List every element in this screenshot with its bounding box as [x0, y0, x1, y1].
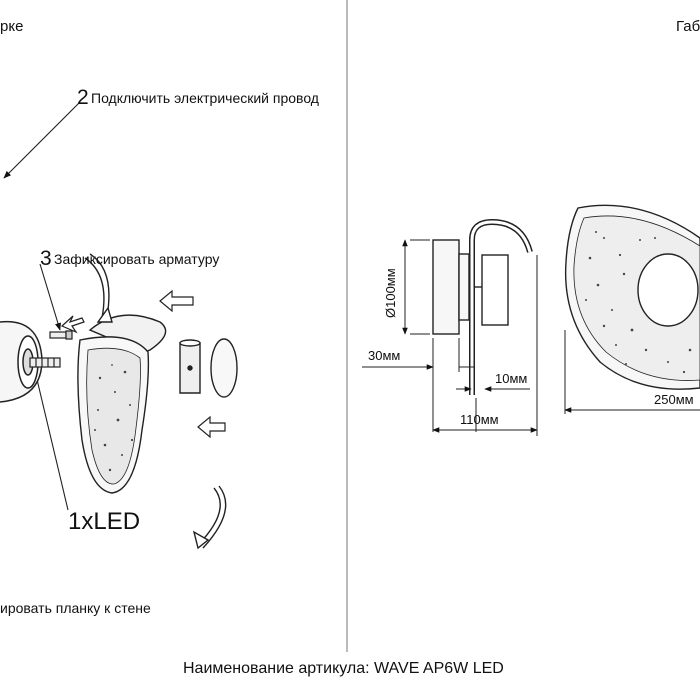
- step2-number: 2: [77, 86, 89, 109]
- dim-rod: 10мм: [495, 371, 528, 386]
- rotate-arrows: [84, 253, 227, 550]
- dim-depth-total: 110мм: [460, 412, 499, 427]
- fixing-screw: [49, 330, 73, 340]
- step3-leader: [39, 263, 61, 331]
- left-panel-heading: рке: [0, 18, 24, 35]
- right-panel-heading: Габ: [676, 18, 700, 35]
- step2-leader: [3, 101, 81, 179]
- step3-text: Зафиксировать арматуру: [54, 251, 220, 267]
- threaded-stud: [29, 357, 61, 368]
- step3-number: 3: [40, 247, 52, 270]
- dimension-lines: [362, 239, 700, 436]
- side-view-lamp: [432, 218, 533, 395]
- led-label: 1xLED: [68, 508, 141, 535]
- front-view-shade: [564, 204, 700, 390]
- assembly-arrows: [60, 289, 226, 439]
- lamp-shade: [77, 314, 167, 494]
- dim-depth-base: 30мм: [368, 348, 401, 363]
- diffuser-cylinder: [179, 339, 201, 394]
- mounting-base: [0, 320, 43, 403]
- dim-width: 250мм: [654, 392, 694, 407]
- footer-article-name: Наименование артикула: WAVE AP6W LED: [183, 660, 504, 677]
- step2-text: Подключить электрический провод: [91, 90, 319, 106]
- dim-diameter: Ø100мм: [383, 268, 398, 318]
- shade-speckle: [94, 364, 134, 472]
- front-view-speckle: [585, 231, 692, 374]
- step-bottom-text: ировать планку к стене: [0, 600, 151, 616]
- cover-disc: [210, 338, 238, 398]
